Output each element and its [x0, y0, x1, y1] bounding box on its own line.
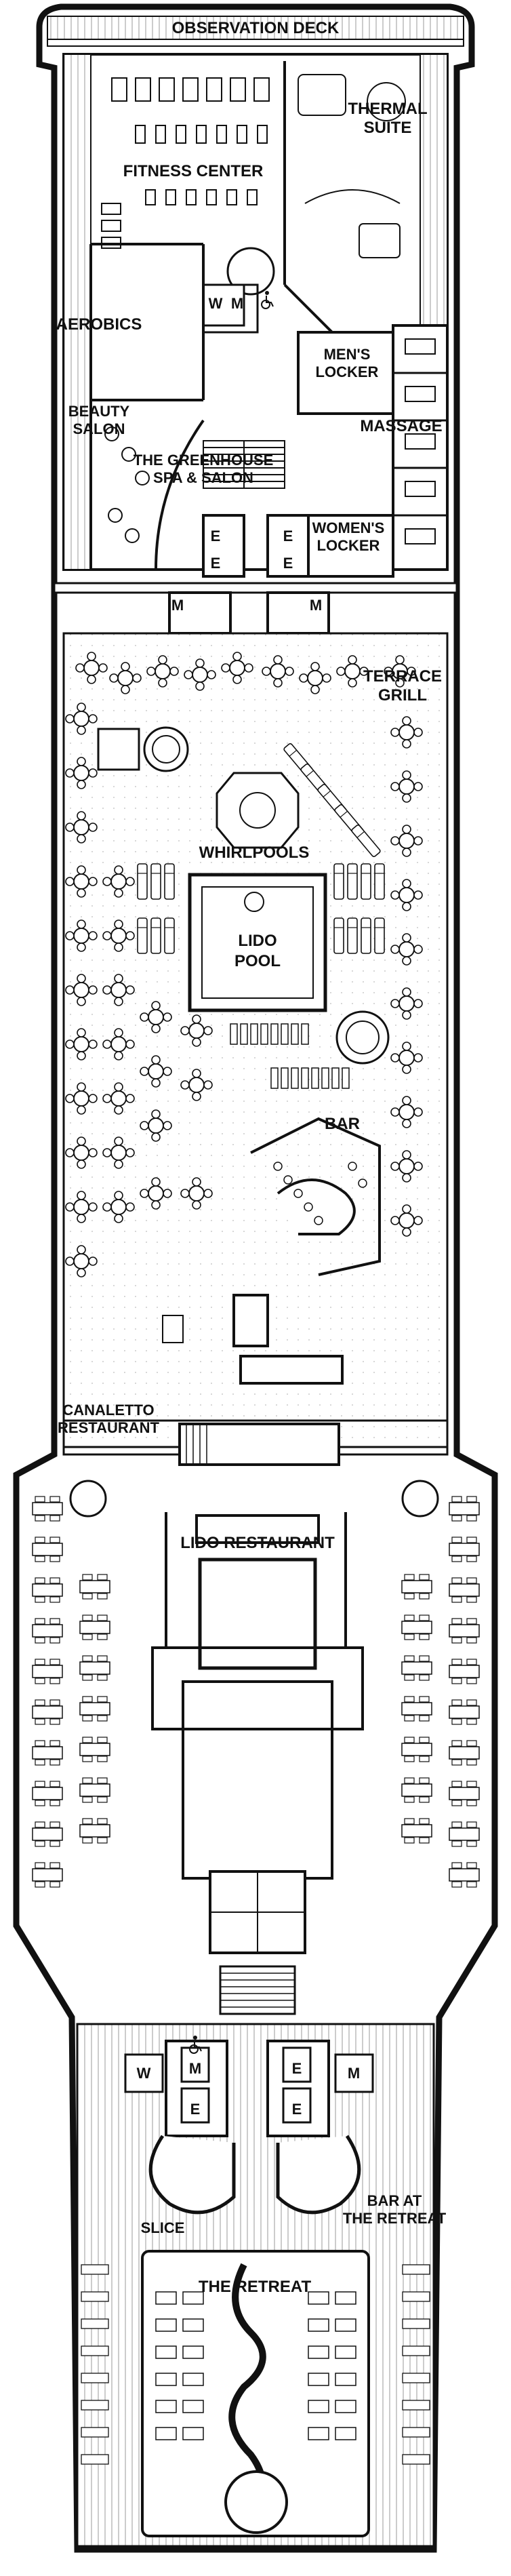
thermal-suite-label-line1: THERMAL [348, 100, 427, 118]
observation-deck-label: OBSERVATION DECK [172, 19, 340, 37]
thermal-suite-label-line2: SUITE [364, 119, 412, 137]
womens-locker-label-line1: WOMEN'S [312, 519, 385, 536]
mens-locker-label-line1: MEN'S [324, 346, 371, 363]
bar-at-retreat-label-line2: THE RETREAT [343, 2210, 447, 2227]
lido-pool-label-line2: POOL [234, 952, 281, 970]
elevator-marker: E [211, 555, 221, 572]
restroom-men-marker: M [231, 295, 243, 312]
restroom-men-marker: M [310, 597, 322, 614]
observation-deck-area [47, 16, 464, 40]
terrace-grill-label-line1: TERRACE [363, 667, 442, 686]
lido-restaurant-label: LIDO RESTAURANT [180, 1534, 335, 1552]
massage-label: MASSAGE [360, 417, 442, 435]
retreat-deck [76, 2023, 435, 2548]
mens-locker-label-line2: LOCKER [316, 363, 379, 380]
womens-locker-label-line2: LOCKER [317, 537, 380, 554]
greenhouse-label-line1: THE GREENHOUSE [134, 452, 274, 469]
elevator-marker: E [292, 2101, 302, 2118]
terrace-grill-label-line2: GRILL [378, 686, 427, 705]
lido-restaurant-zone [32, 1419, 480, 2015]
elevator-marker: E [292, 2060, 302, 2077]
restroom-men-marker: M [171, 597, 184, 614]
bar-label: BAR [325, 1115, 360, 1133]
elevator-marker: E [211, 528, 221, 544]
greenhouse-label-line2: SPA & SALON [153, 469, 253, 486]
canaletto-label-line1: CANALETTO [62, 1402, 154, 1419]
beauty-salon-label-line1: BEAUTY [68, 403, 130, 420]
aerobics-label: AEROBICS [56, 315, 142, 334]
restroom-women-marker: W [137, 2065, 151, 2082]
restroom-men-marker: M [189, 2060, 201, 2077]
spa-staircase [203, 440, 285, 489]
slice-label: SLICE [141, 2219, 185, 2236]
wheelchair-icon [189, 2036, 202, 2054]
pool-bar [250, 1117, 381, 1276]
elevator-marker: E [283, 528, 293, 544]
restroom-men-marker: M [348, 2065, 360, 2082]
fitness-center-label: FITNESS CENTER [123, 162, 264, 180]
pool-deck [62, 632, 449, 1448]
restroom-women-marker: W [209, 295, 223, 312]
wheelchair-icon [261, 291, 274, 309]
beauty-salon-label-line2: SALON [73, 420, 125, 437]
the-retreat-label: THE RETREAT [199, 2278, 312, 2296]
elevator-marker: E [190, 2101, 201, 2118]
canaletto-label-line2: RESTAURANT [58, 1419, 159, 1436]
elevator-marker: E [283, 555, 293, 572]
bar-at-retreat-label-line1: BAR AT [367, 2192, 422, 2209]
fitness-zone [62, 53, 449, 578]
whirlpools-label: WHIRLPOOLS [199, 844, 310, 862]
lido-pool-label-line1: LIDO [238, 932, 277, 950]
